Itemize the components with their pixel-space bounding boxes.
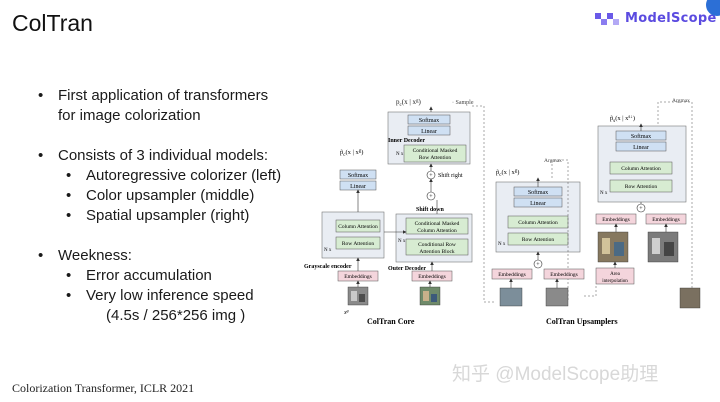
spatial-row-attention-label: Row Attention [625,184,657,190]
bullet-text-continued: for image colorization [58,107,201,124]
lowres-color-image [499,287,523,307]
bullet-item: Weekness: [38,246,298,266]
left-linear-label: Linear [350,184,366,190]
spatial-embeddings-left-label: Embeddings [602,217,630,223]
color-embeddings-right-box [543,268,585,280]
bullet-list: First application of transformers for im… [38,86,298,326]
decoder-embeddings-label: Embeddings [418,274,446,280]
color-nx-label: N x [498,242,506,247]
brand-name: ModelScope [625,10,717,26]
inner-decoder-label: Inner Decoder [388,138,425,144]
cond-masked-row-line1: Conditional Masked [413,148,458,154]
cond-row-line2: Attention Block [419,249,455,255]
left-softmax-box [339,169,377,180]
spatial-row-attention-box [609,179,673,193]
inner-nx-label: N x [396,152,404,157]
coltran-upsamplers: p̃c(x | xg) Argmax Softmax Linear Column… [491,98,701,326]
cond-masked-column-attention-box [405,217,469,235]
bullet-text: Consists of 3 individual models: [58,147,269,164]
core-output-formula: pc(x | xg) [396,98,421,108]
color-linear-label: Linear [530,201,546,207]
inner-softmax-box [407,114,451,125]
sub-bullet-item: Very low inference speed [38,286,298,306]
svg-text:+: + [639,206,643,212]
encoder-nx-label: N x [324,248,332,253]
svg-text:+: + [429,173,433,179]
spatial-upsampler-formula: p̃s(x | xs↓) [610,115,635,124]
coltran-core: pc(x | xg) · Sample Softmax Linear Inner… [304,98,496,326]
bullet-item: Consists of 3 individual models: [38,146,298,166]
modelscope-logo: ModelScope [594,10,717,26]
spatial-softmax-label: Softmax [631,133,651,140]
watermark-text: 知乎 @ModelScope助理 [452,364,659,385]
sub-bullet-item: Autoregressive colorizer (left) [38,166,298,186]
spatial-argmax-label: Argmax [672,98,690,104]
outer-decoder-label: Outer Decoder [388,266,426,272]
output-image [679,287,701,309]
modelscope-logo-icon [595,13,619,25]
area-interp-line1: Area [610,272,620,277]
cond-masked-row-line2: Row Attention [419,155,451,161]
sub-bullet-continued: (4.5s / 256*256 img ) [106,307,246,324]
sub-bullet-item: Error accumulation [38,266,298,286]
bullet-text: Weekness: [58,247,132,264]
slide-title: ColTran [12,10,93,36]
inner-linear-label: Linear [421,129,437,135]
spatial-nx-label: N x [600,191,608,196]
spatial-column-attention-label: Column Attention [621,166,661,172]
encoder-row-attention-box [335,236,381,250]
cond-masked-col-line2: Column Attention [417,228,457,234]
grayscale-encoder-group [321,211,385,259]
cond-row-attention-block-box [405,238,469,256]
corner-badge-icon[interactable] [706,0,720,16]
color-embeddings-left-label: Embeddings [498,272,526,278]
spatial-column-attention-box [609,161,673,175]
encoder-embeddings-label: Embeddings [344,274,372,280]
cond-masked-row-attention-box [403,144,467,163]
svg-text:+: + [536,262,540,268]
bullet-text: First application of transformers [58,87,269,104]
core-left-formula: p̃c(x | xg) [340,149,363,158]
left-softmax-label: Softmax [348,172,368,179]
encoder-row-attention-label: Row Attention [342,241,374,247]
outer-nx-label: N x [398,239,406,244]
sub-bullet-item: Color upsampler (middle) [38,186,298,206]
color-embeddings-right-label: Embeddings [550,272,578,278]
core-caption: ColTran Core [367,317,415,326]
cond-masked-col-line1: Conditional Masked [415,221,460,227]
coltran-architecture-diagram: pc(x | xg) · Sample Softmax Linear Inner… [304,98,701,326]
encoder-column-attention-label: Column Attention [338,224,378,230]
shift-right-label: Shift right [438,172,463,179]
sample-label: · Sample [452,100,474,106]
cond-row-line1: Conditional Row [418,242,456,248]
color-linear-box [513,197,563,208]
color-upsampler-formula: p̃c(x | xg) [496,169,519,178]
lowres-grayscale-image [545,287,569,307]
upsamplers-caption: ColTran Upsamplers [546,317,618,326]
svg-text:+: + [429,194,433,200]
citation: Colorization Transformer, ICLR 2021 [12,381,195,395]
color-column-attention-label: Column Attention [518,220,558,226]
encoder-column-attention-box [335,219,381,233]
inner-softmax-label: Softmax [419,117,439,124]
shift-down-label: Shift down [416,207,445,213]
sub-bullet-item: Spatial upsampler (right) [38,206,298,226]
spatial-linear-box [615,141,667,152]
bullet-item: First application of transformers for im… [38,86,298,126]
spatial-linear-label: Linear [633,145,649,151]
svg-text:xg: xg [343,308,349,316]
inner-linear-box [407,125,451,136]
area-interp-line2: interpolation [602,279,628,284]
color-argmax-label: Argmax [544,158,562,164]
grayscale-encoder-label: Grayscale encoder [304,264,352,270]
color-softmax-label: Softmax [528,189,548,196]
color-row-attention-label: Row Attention [522,237,554,243]
spatial-embeddings-right-label: Embeddings [652,217,680,223]
